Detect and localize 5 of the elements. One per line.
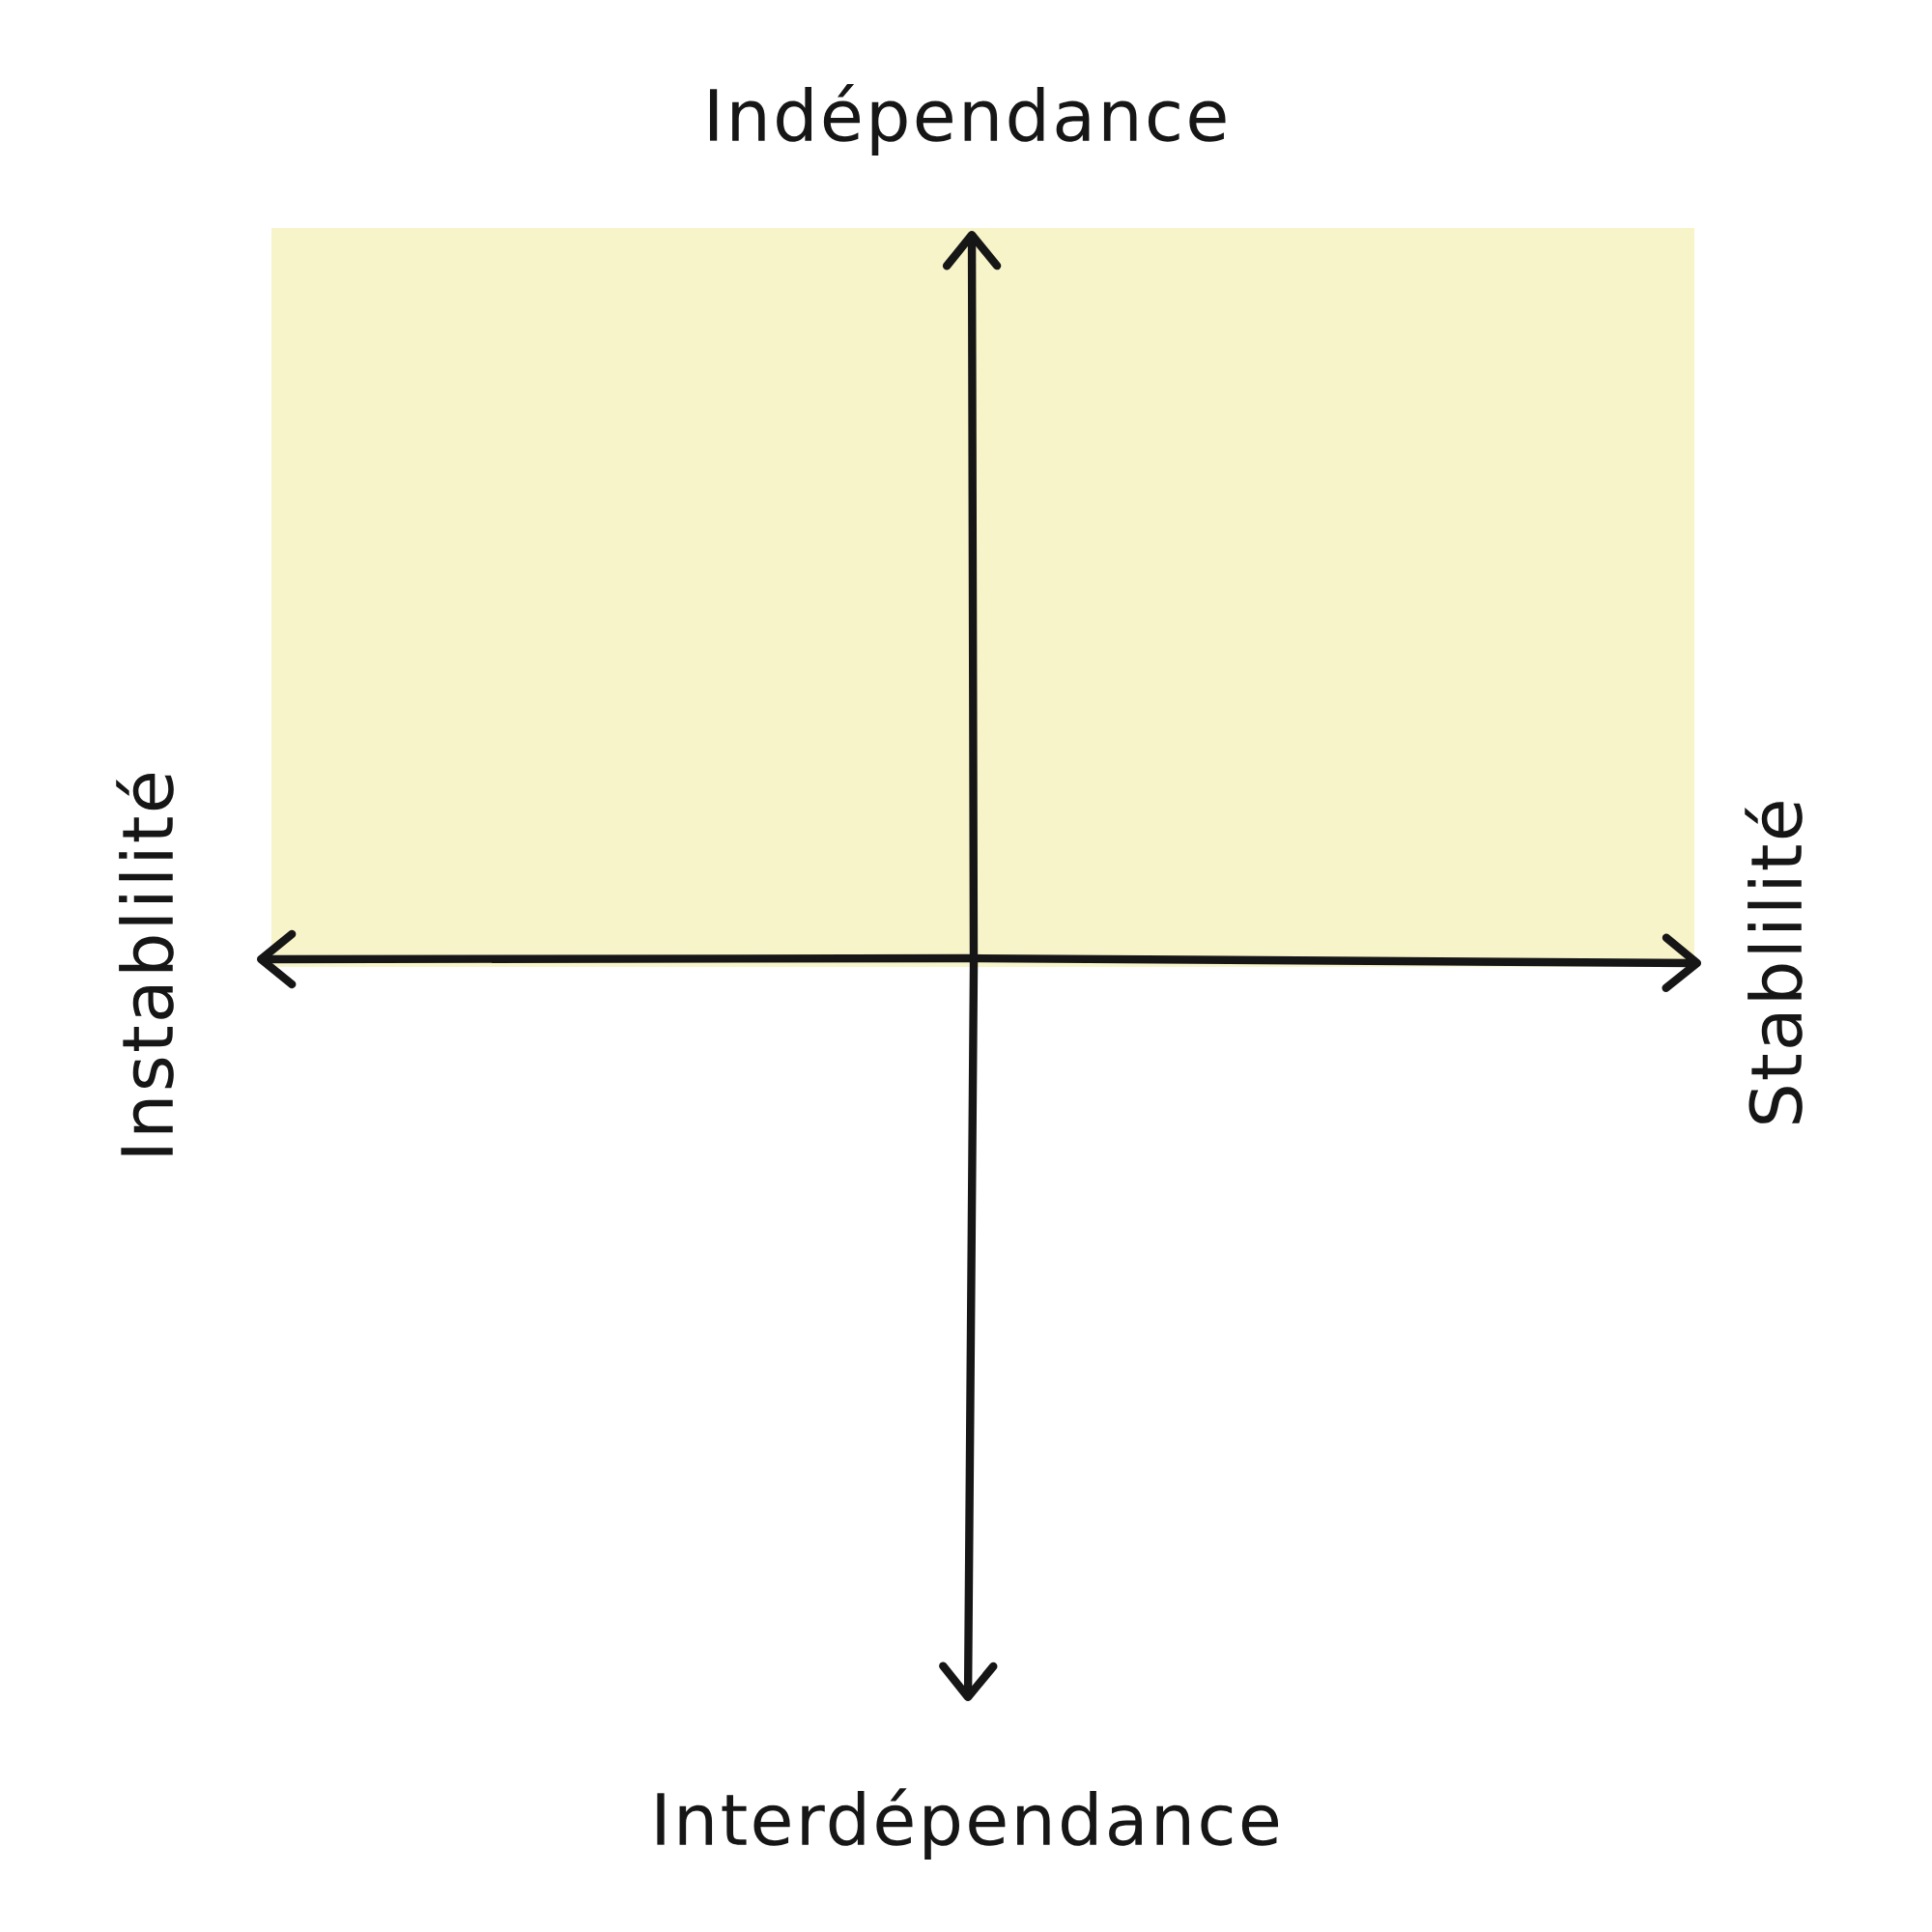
axis-label: Stablilité — [1745, 802, 1803, 1123]
axis-label: Instablilité — [116, 774, 174, 1155]
axis-label: Interdépendance — [657, 1788, 1278, 1860]
shaded-area — [271, 228, 1695, 967]
axis-label: Indépendance — [709, 84, 1226, 156]
